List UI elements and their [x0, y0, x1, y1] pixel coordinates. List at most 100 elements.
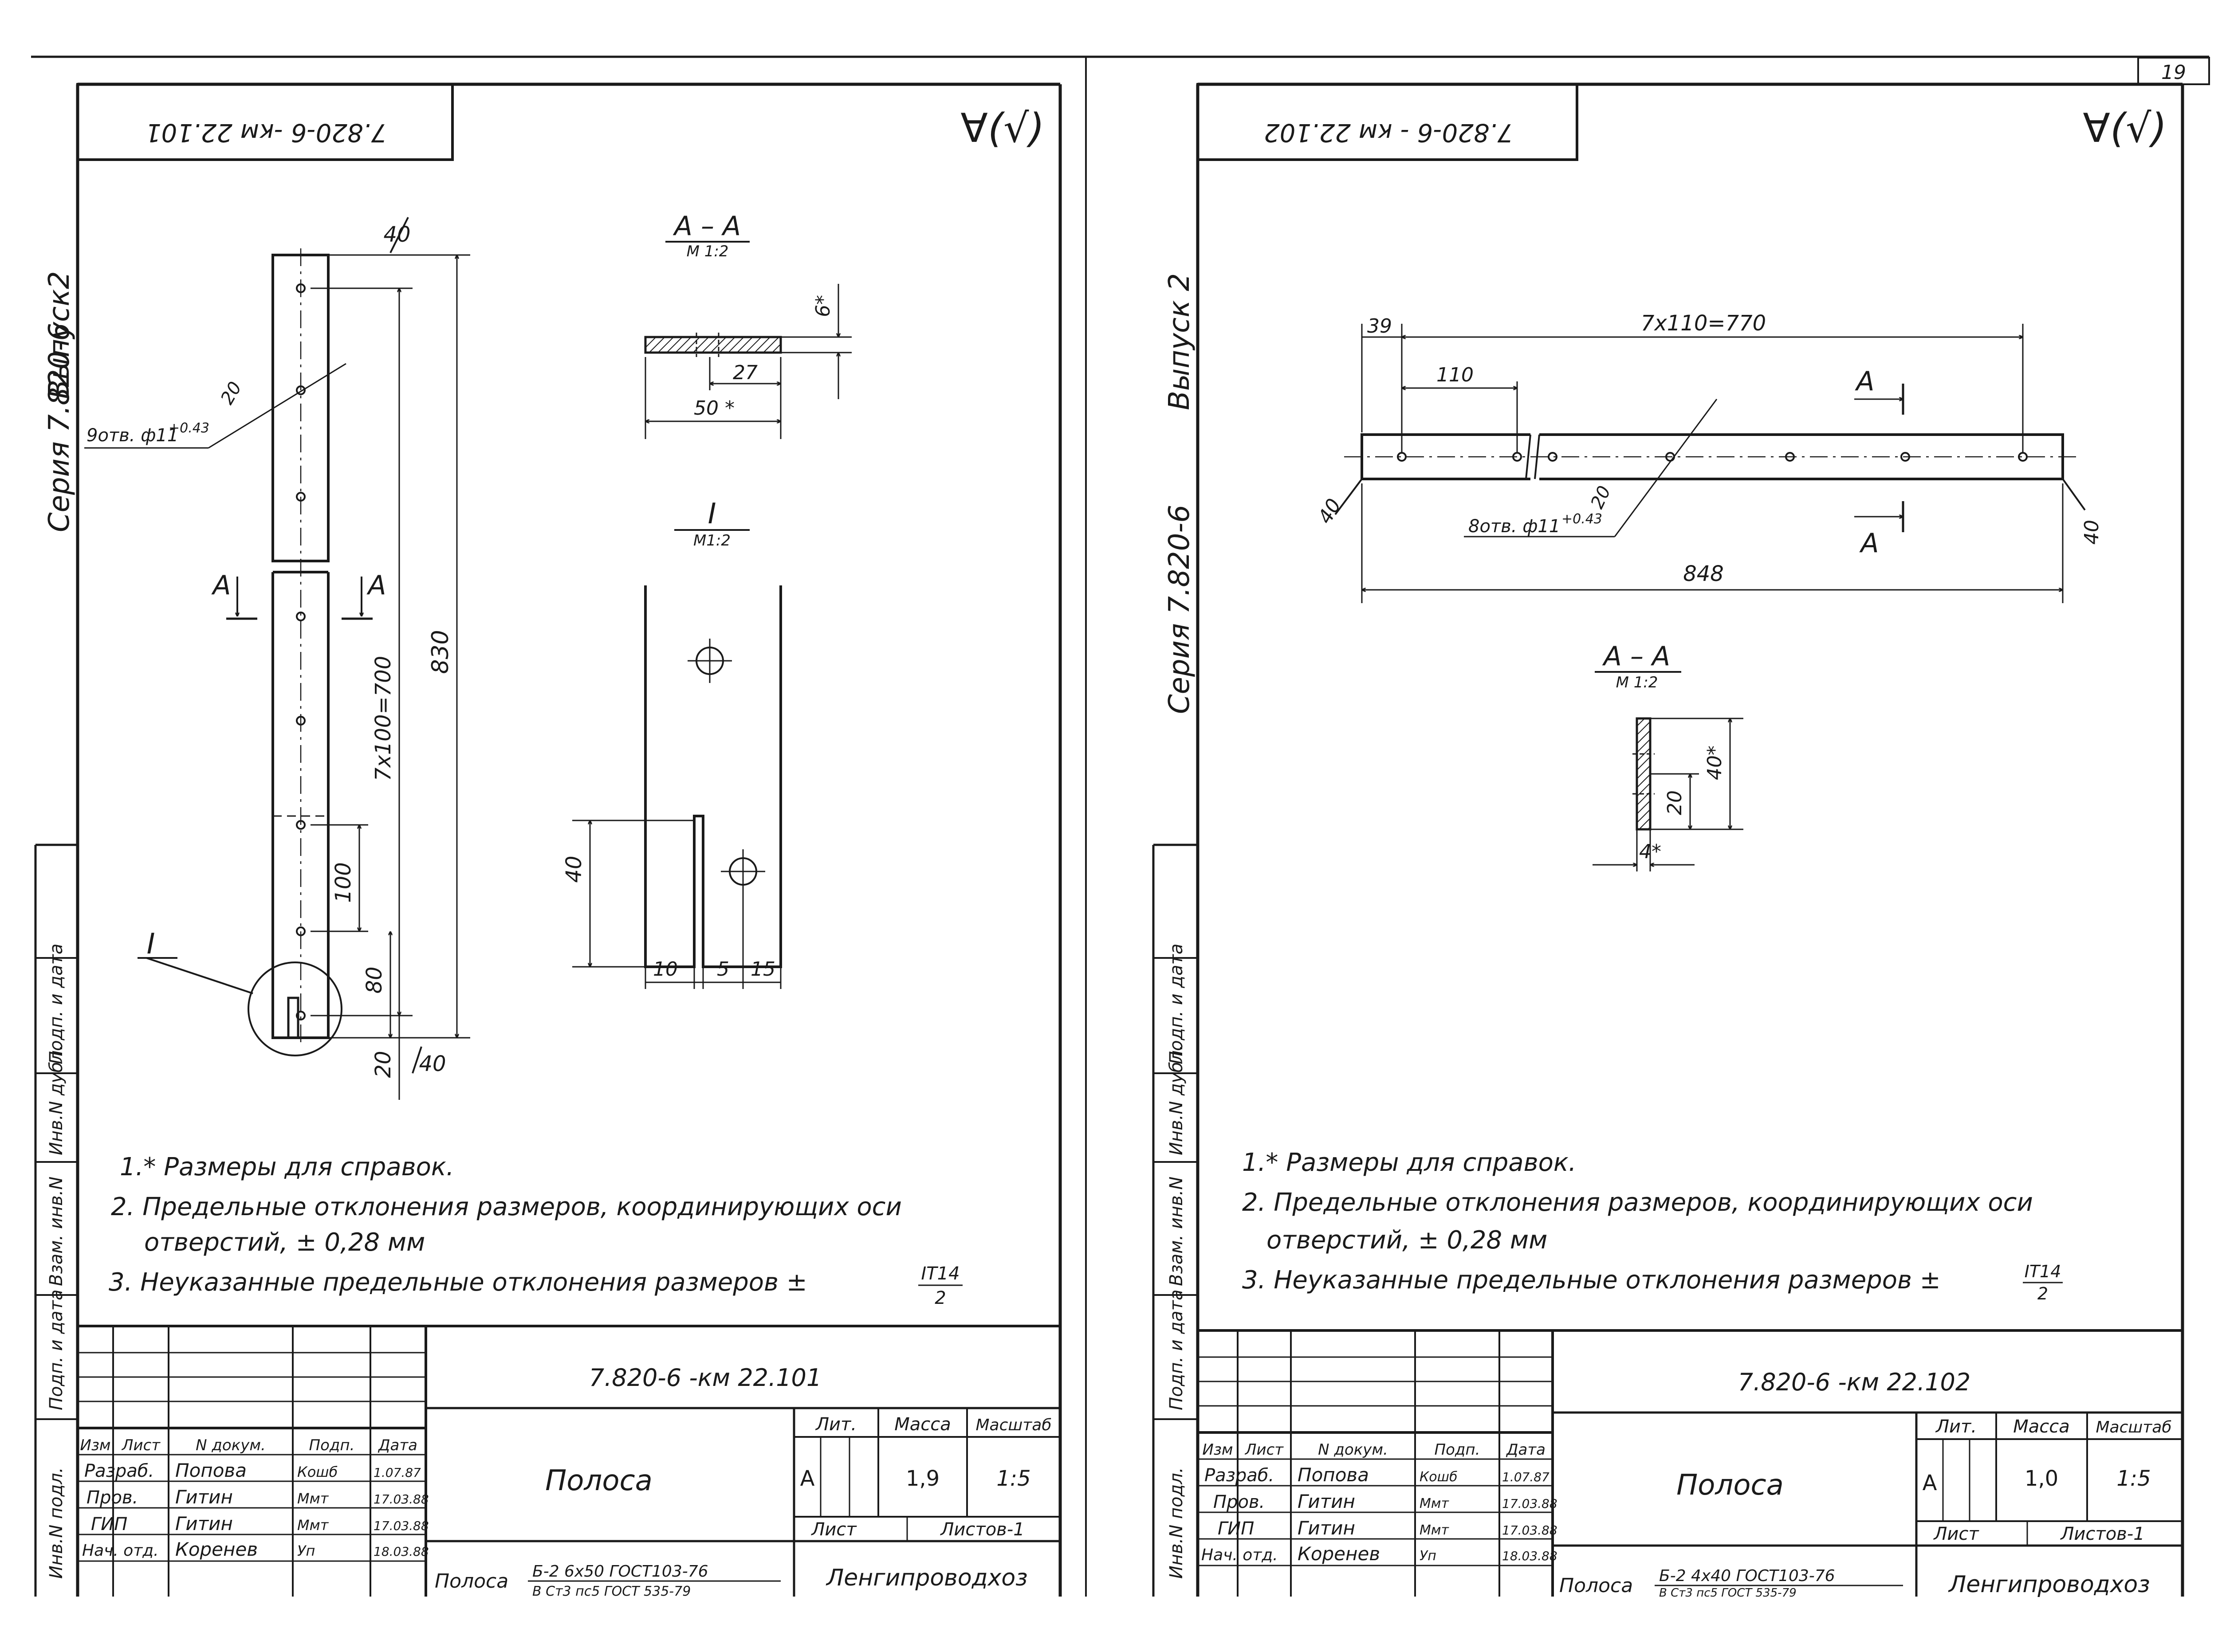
- tb-signature: Ммт: [297, 1517, 329, 1534]
- note-fraction-den: 2: [2037, 1284, 2048, 1303]
- hole: [296, 716, 306, 726]
- dim-20: 20: [1587, 483, 1615, 512]
- tb-scale: 1:5: [996, 1466, 1030, 1491]
- section-dim-40: 40*: [1703, 746, 1726, 780]
- dim-20b: 20: [217, 378, 246, 408]
- issue-label: Выпуск 2: [1163, 273, 1196, 410]
- tb-signature: Уп: [1420, 1548, 1436, 1564]
- page-number: 19: [2161, 61, 2186, 84]
- hole: [1397, 452, 1407, 462]
- hole: [1900, 452, 1910, 462]
- dim-pitch: 7x110=770: [1641, 311, 1766, 336]
- dim-total: 848: [1683, 561, 1724, 586]
- tb-header: N докум.: [196, 1436, 266, 1454]
- tb-person: Коренев: [1298, 1543, 1380, 1565]
- note-fraction-num: IT14: [2025, 1262, 2061, 1281]
- note-line: 3. Неуказанные предельные отклонения раз…: [109, 1268, 807, 1297]
- side-stamp: Инв.N подл. Подп. и дата Взам. инв.N Инв…: [34, 844, 78, 1597]
- dim-40b: 40: [2080, 520, 2103, 545]
- section-title: А – А: [1602, 641, 1670, 672]
- detail-scale: М1:2: [693, 532, 731, 549]
- tb-role: ГИП: [1218, 1519, 1254, 1539]
- detail-view: I М1:2 40 10 5 15: [562, 498, 782, 989]
- detail-dim-5: 5: [717, 958, 729, 981]
- roughness-mark: ∀(√): [960, 105, 1044, 152]
- side-stamp-label: Инв.N дубл.: [1166, 1045, 1187, 1155]
- tb-role: Пров.: [87, 1487, 138, 1508]
- section-dim-50: 50 *: [694, 397, 735, 420]
- detail-dim-40: 40: [562, 855, 586, 883]
- hole: [296, 385, 306, 395]
- detail-circle: [248, 961, 342, 1056]
- section-dim-6: 6*: [812, 295, 834, 317]
- dim-80: 80: [362, 966, 387, 993]
- tb-person: Попова: [175, 1460, 247, 1481]
- tb-person: Гитин: [175, 1513, 233, 1534]
- corner-code: 7.820-6 -км 22.101: [146, 118, 387, 147]
- tb-sheets-label: Листов-1: [940, 1519, 1024, 1540]
- section-mark: A: [1859, 528, 1879, 559]
- tb-role: Разраб.: [1204, 1465, 1274, 1486]
- side-stamp-label: Взам. инв.N: [46, 1177, 67, 1286]
- tb-signature: Ммт: [1420, 1496, 1450, 1511]
- tb-mass: 1,9: [906, 1466, 940, 1491]
- tb-mass: 1,0: [2025, 1466, 2058, 1491]
- side-stamp-label: Подп. и дата: [46, 1290, 67, 1410]
- tb-date: 18.03.88: [374, 1544, 429, 1559]
- hole: [296, 283, 306, 293]
- note-fraction-num: IT14: [921, 1264, 960, 1284]
- detail-dim-15: 15: [751, 958, 775, 981]
- tb-designation: 7.820-6 -км 22.102: [1738, 1368, 1971, 1396]
- tb-header: Подп.: [309, 1436, 355, 1454]
- tb-header: N докум.: [1318, 1441, 1388, 1459]
- section-view: А – А М 1:2 40* 20 4*: [1593, 641, 1743, 871]
- series-label: Серия 7.820-6: [1163, 505, 1196, 714]
- tb-header: Лист: [121, 1436, 161, 1454]
- tb-lit: А: [1923, 1471, 1937, 1495]
- tb-mass-label: Масса: [894, 1414, 951, 1435]
- tb-date: 17.03.88: [1502, 1496, 1557, 1511]
- section-title: А – А: [672, 211, 741, 242]
- section-mark: A: [1854, 366, 1874, 397]
- tb-material-prefix: Полоса: [1559, 1574, 1633, 1597]
- hole: [1785, 452, 1795, 462]
- section-dim-20: 20: [1664, 790, 1686, 815]
- tb-signature: Уп: [297, 1542, 315, 1559]
- note-fraction-den: 2: [935, 1288, 946, 1308]
- holes-label: 9отв. ф11: [87, 425, 178, 446]
- holes-tolerance: +0.43: [1561, 511, 1602, 527]
- series-label: Серия 7.820-6: [43, 323, 76, 532]
- tb-date: 18.03.88: [1502, 1549, 1557, 1563]
- tb-person: Коренев: [175, 1538, 258, 1560]
- tb-header: Изм: [80, 1436, 110, 1454]
- tb-material-bottom: В Ст3 пс5 ГОСТ 535-79: [532, 1584, 691, 1599]
- tb-material-top: Б-2 6x50 ГОСТ103-76: [532, 1562, 708, 1581]
- sheet-left: 7.820-6 -км 22.101 ∀(√) Серия 7.820-6 . …: [34, 82, 1062, 1599]
- tb-mass-label: Масса: [2013, 1417, 2070, 1437]
- section-mark: A: [211, 570, 231, 601]
- dim-110: 110: [1436, 364, 1474, 386]
- tb-lit-label: Лит.: [1935, 1417, 1977, 1437]
- tb-date: 17.03.88: [374, 1492, 429, 1507]
- tb-name: Полоса: [545, 1464, 653, 1497]
- tb-sheet-label: Лист: [1933, 1524, 1979, 1544]
- tb-person: Гитин: [175, 1486, 233, 1508]
- tb-date: 17.03.88: [1502, 1523, 1557, 1538]
- corner-code: 7.820-6 - км 22.102: [1264, 118, 1513, 147]
- tb-date: 1.07.87: [374, 1465, 421, 1480]
- note-line: отверстий, ± 0,28 мм: [1266, 1226, 1547, 1255]
- main-view: I A A 40 830 7x100=700 100: [84, 217, 470, 1100]
- note-line: 1.* Размеры для справок.: [120, 1153, 454, 1181]
- dim-pitch: 7x100=700: [371, 656, 396, 781]
- hole: [296, 492, 306, 502]
- dim-100: 100: [331, 862, 356, 903]
- tb-role: Пров.: [1213, 1492, 1265, 1512]
- tb-signature: Ммт: [297, 1490, 329, 1507]
- dim-39: 39: [1367, 315, 1392, 337]
- tb-sheets-label: Листов-1: [2060, 1524, 2144, 1544]
- hole: [1512, 452, 1522, 462]
- dim-40-bottom: 40: [419, 1052, 446, 1076]
- hole: [296, 612, 306, 621]
- dim-total: 830: [427, 630, 454, 674]
- tb-header: Изм: [1202, 1441, 1233, 1459]
